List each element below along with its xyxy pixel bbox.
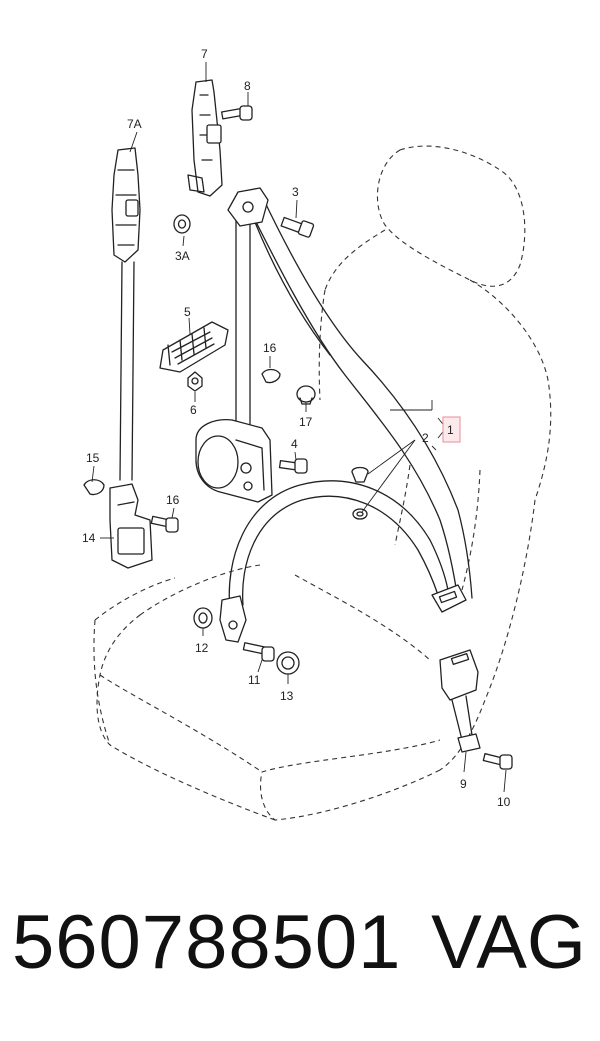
cover-cap-2 — [351, 466, 369, 520]
callout-9[interactable]: 9 — [460, 777, 467, 791]
clip-15 — [83, 479, 105, 496]
brand-label: VAG — [431, 900, 586, 985]
bolt-8 — [220, 105, 253, 121]
callout-11[interactable]: 11 — [248, 673, 261, 687]
upper-anchor-plate — [227, 187, 269, 227]
callout-2[interactable]: 2 — [422, 431, 429, 445]
bolt-3 — [280, 216, 315, 238]
seat-outline — [93, 145, 552, 821]
height-adjuster-7 — [187, 79, 223, 197]
belt-tongue — [431, 584, 467, 613]
belt-webbing — [228, 195, 473, 611]
callout-17[interactable]: 17 — [299, 415, 313, 429]
bolt-16-lower — [150, 515, 179, 533]
callout-1-highlight — [442, 416, 461, 443]
clip-16-upper — [261, 368, 281, 384]
cap-13 — [276, 651, 300, 675]
callout-3[interactable]: 3 — [292, 185, 299, 199]
callout-7[interactable]: 7 — [201, 47, 208, 61]
callout-5[interactable]: 5 — [184, 305, 191, 319]
bolt-10 — [482, 753, 513, 770]
callout-14[interactable]: 14 — [82, 531, 96, 545]
spacer-12 — [193, 607, 213, 629]
height-adjuster-7A — [111, 147, 141, 481]
callout-13[interactable]: 13 — [280, 689, 294, 703]
bolt-4 — [278, 458, 308, 474]
callout-10[interactable]: 10 — [497, 795, 511, 809]
leader-lines — [91, 62, 507, 793]
callout-labels: 1 2 3 3A 4 5 6 7 7A 8 9 10 11 12 13 14 1… — [82, 47, 511, 809]
callout-4[interactable]: 4 — [291, 437, 298, 451]
seat-belt-exploded-diagram: 1 2 3 3A 4 5 6 7 7A 8 9 10 11 12 13 14 1… — [82, 47, 552, 821]
callout-16-lower[interactable]: 16 — [166, 493, 180, 507]
pin-17 — [296, 385, 316, 405]
part-number: 560788501 — [12, 900, 402, 985]
callout-8[interactable]: 8 — [244, 79, 251, 93]
callout-3A[interactable]: 3A — [175, 249, 190, 263]
bolt-11 — [242, 642, 275, 662]
nut-6 — [187, 371, 203, 392]
lower-anchor-14 — [109, 483, 153, 569]
lower-anchor-fitting — [219, 595, 247, 643]
bracket-5 — [159, 321, 229, 373]
callout-7A[interactable]: 7A — [127, 117, 142, 131]
callout-15[interactable]: 15 — [86, 451, 100, 465]
callout-6[interactable]: 6 — [190, 403, 197, 417]
callout-1[interactable]: 1 — [447, 423, 454, 437]
nut-3A — [173, 214, 191, 234]
callout-16-upper[interactable]: 16 — [263, 341, 277, 355]
buckle-9 — [439, 649, 481, 753]
retractor — [195, 419, 273, 503]
callout-12[interactable]: 12 — [195, 641, 209, 655]
